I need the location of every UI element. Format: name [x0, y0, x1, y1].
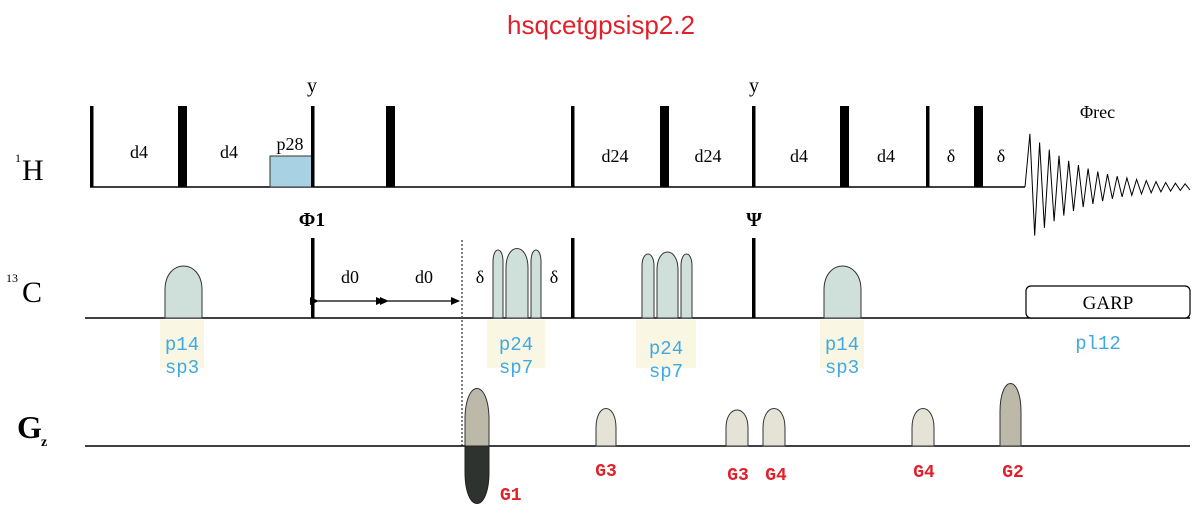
- gz-main: G: [17, 409, 42, 445]
- h1-delay-d4-4: d4: [877, 146, 895, 166]
- h1-pulse-90-5: [926, 106, 930, 187]
- pulse-name-sp3-2: sp3: [825, 357, 859, 379]
- gradient-label-g2: G2: [1002, 463, 1024, 483]
- garp-decoupling-box: [1025, 285, 1191, 319]
- h1-pulse-90-1: [90, 106, 94, 187]
- channel-label-c13: 13 C: [6, 271, 42, 309]
- h1-delay-delta-1: δ: [947, 146, 955, 166]
- channel-label-gz: G z: [17, 409, 47, 450]
- pulse-name-p14-2: p14: [825, 334, 859, 356]
- label-box-p24-sp7-1: [487, 320, 545, 368]
- gradient-label-g1: G1: [500, 486, 522, 506]
- garp-label: GARP: [1083, 293, 1134, 314]
- label-box-p24-sp7-2: [636, 320, 696, 368]
- c13-shaped-pulse-p24-2a: [641, 253, 655, 319]
- h1-sup: 1: [15, 151, 21, 165]
- h1-pulse-180-4: [840, 106, 849, 187]
- gradient-label-g3-2: G3: [727, 466, 749, 486]
- c13-shaped-pulse-p24-2b: [656, 251, 679, 319]
- h1-phase-y-1: y: [307, 75, 317, 97]
- h1-delay-d4-1: d4: [130, 142, 148, 162]
- h1-phase-y-2: y: [749, 75, 759, 97]
- c13-shaped-pulse-p14-1: [164, 265, 203, 319]
- c13-pulse-90-phi1: [311, 238, 315, 318]
- pulse-name-p24-2: p24: [649, 338, 683, 360]
- channel-label-h1: 1 H: [15, 151, 44, 187]
- gradient-g4-2: [911, 408, 935, 447]
- h1-pulse-180-5: [974, 106, 983, 187]
- c13-shaped-pulse-p24-1c: [530, 249, 542, 319]
- c13-phase-psi: Ψ: [746, 209, 762, 231]
- h1-pulse-180-1: [178, 106, 187, 187]
- h1-main: H: [22, 154, 44, 187]
- c13-pulse-90-2: [571, 238, 575, 318]
- gradient-g3-1: [595, 408, 617, 447]
- c13-shaped-pulse-p24-2c: [680, 253, 693, 319]
- pulse-name-pl12: pl12: [1075, 333, 1121, 355]
- c13-delay-d0-2: d0: [415, 267, 433, 287]
- c13-pulse-90-psi: [752, 238, 756, 318]
- label-box-p14-sp3-2: [820, 320, 864, 368]
- pulse-name-sp7-1: sp7: [499, 357, 533, 379]
- c13-shaped-pulse-p24-1b: [505, 248, 529, 319]
- h1-delay-delta-2: δ: [997, 146, 1005, 166]
- h1-pulse-p28: [269, 155, 313, 188]
- gradient-label-g3-1: G3: [595, 462, 617, 482]
- gradient-g3-2: [725, 409, 749, 447]
- h1-pulse-180-2: [386, 106, 395, 187]
- c13-sup: 13: [6, 271, 18, 285]
- h1-pulse-90-2: [311, 106, 315, 187]
- pulse-name-p14-1: p14: [165, 334, 199, 356]
- fid-waveform: [1024, 133, 1191, 236]
- h1-pulse-90-4: [752, 106, 756, 187]
- c13-delay-delta-2: δ: [550, 267, 558, 287]
- gradient-g2: [999, 383, 1022, 447]
- h1-p28-label: p28: [277, 134, 304, 154]
- pulse-name-sp3-1: sp3: [165, 357, 199, 379]
- h1-delay-d4-2: d4: [220, 142, 238, 162]
- c13-delay-delta-1: δ: [476, 267, 484, 287]
- h1-delay-d4-3: d4: [790, 146, 808, 166]
- gradient-g1-positive: [464, 388, 490, 447]
- gradient-g1-negative: [464, 445, 490, 504]
- h1-delay-d24-1: d24: [602, 146, 629, 166]
- c13-shaped-pulse-p24-1a: [492, 249, 504, 319]
- h1-pulse-180-3: [660, 106, 669, 187]
- gz-sub: z: [41, 435, 47, 450]
- gradient-label-g4-1: G4: [765, 466, 787, 486]
- c13-delay-d0-1: d0: [341, 267, 359, 287]
- sequence-title: hsqcetgpsisp2.2: [507, 10, 695, 40]
- c13-main: C: [22, 276, 42, 309]
- h1-delay-d24-2: d24: [695, 146, 722, 166]
- gradient-label-g4-2: G4: [913, 463, 935, 483]
- h1-phase-rec: Φrec: [1080, 102, 1115, 122]
- fid-signal: [1024, 133, 1191, 236]
- h1-pulse-90-3: [571, 106, 575, 187]
- pulse-name-p24-1: p24: [499, 334, 533, 356]
- c13-shaped-pulse-p14-2: [823, 265, 862, 319]
- label-box-p14-sp3-1: [160, 320, 204, 368]
- gradient-g4-1: [762, 408, 786, 447]
- c13-phase-phi1: Φ1: [299, 209, 326, 231]
- pulse-name-sp7-2: sp7: [649, 361, 683, 383]
